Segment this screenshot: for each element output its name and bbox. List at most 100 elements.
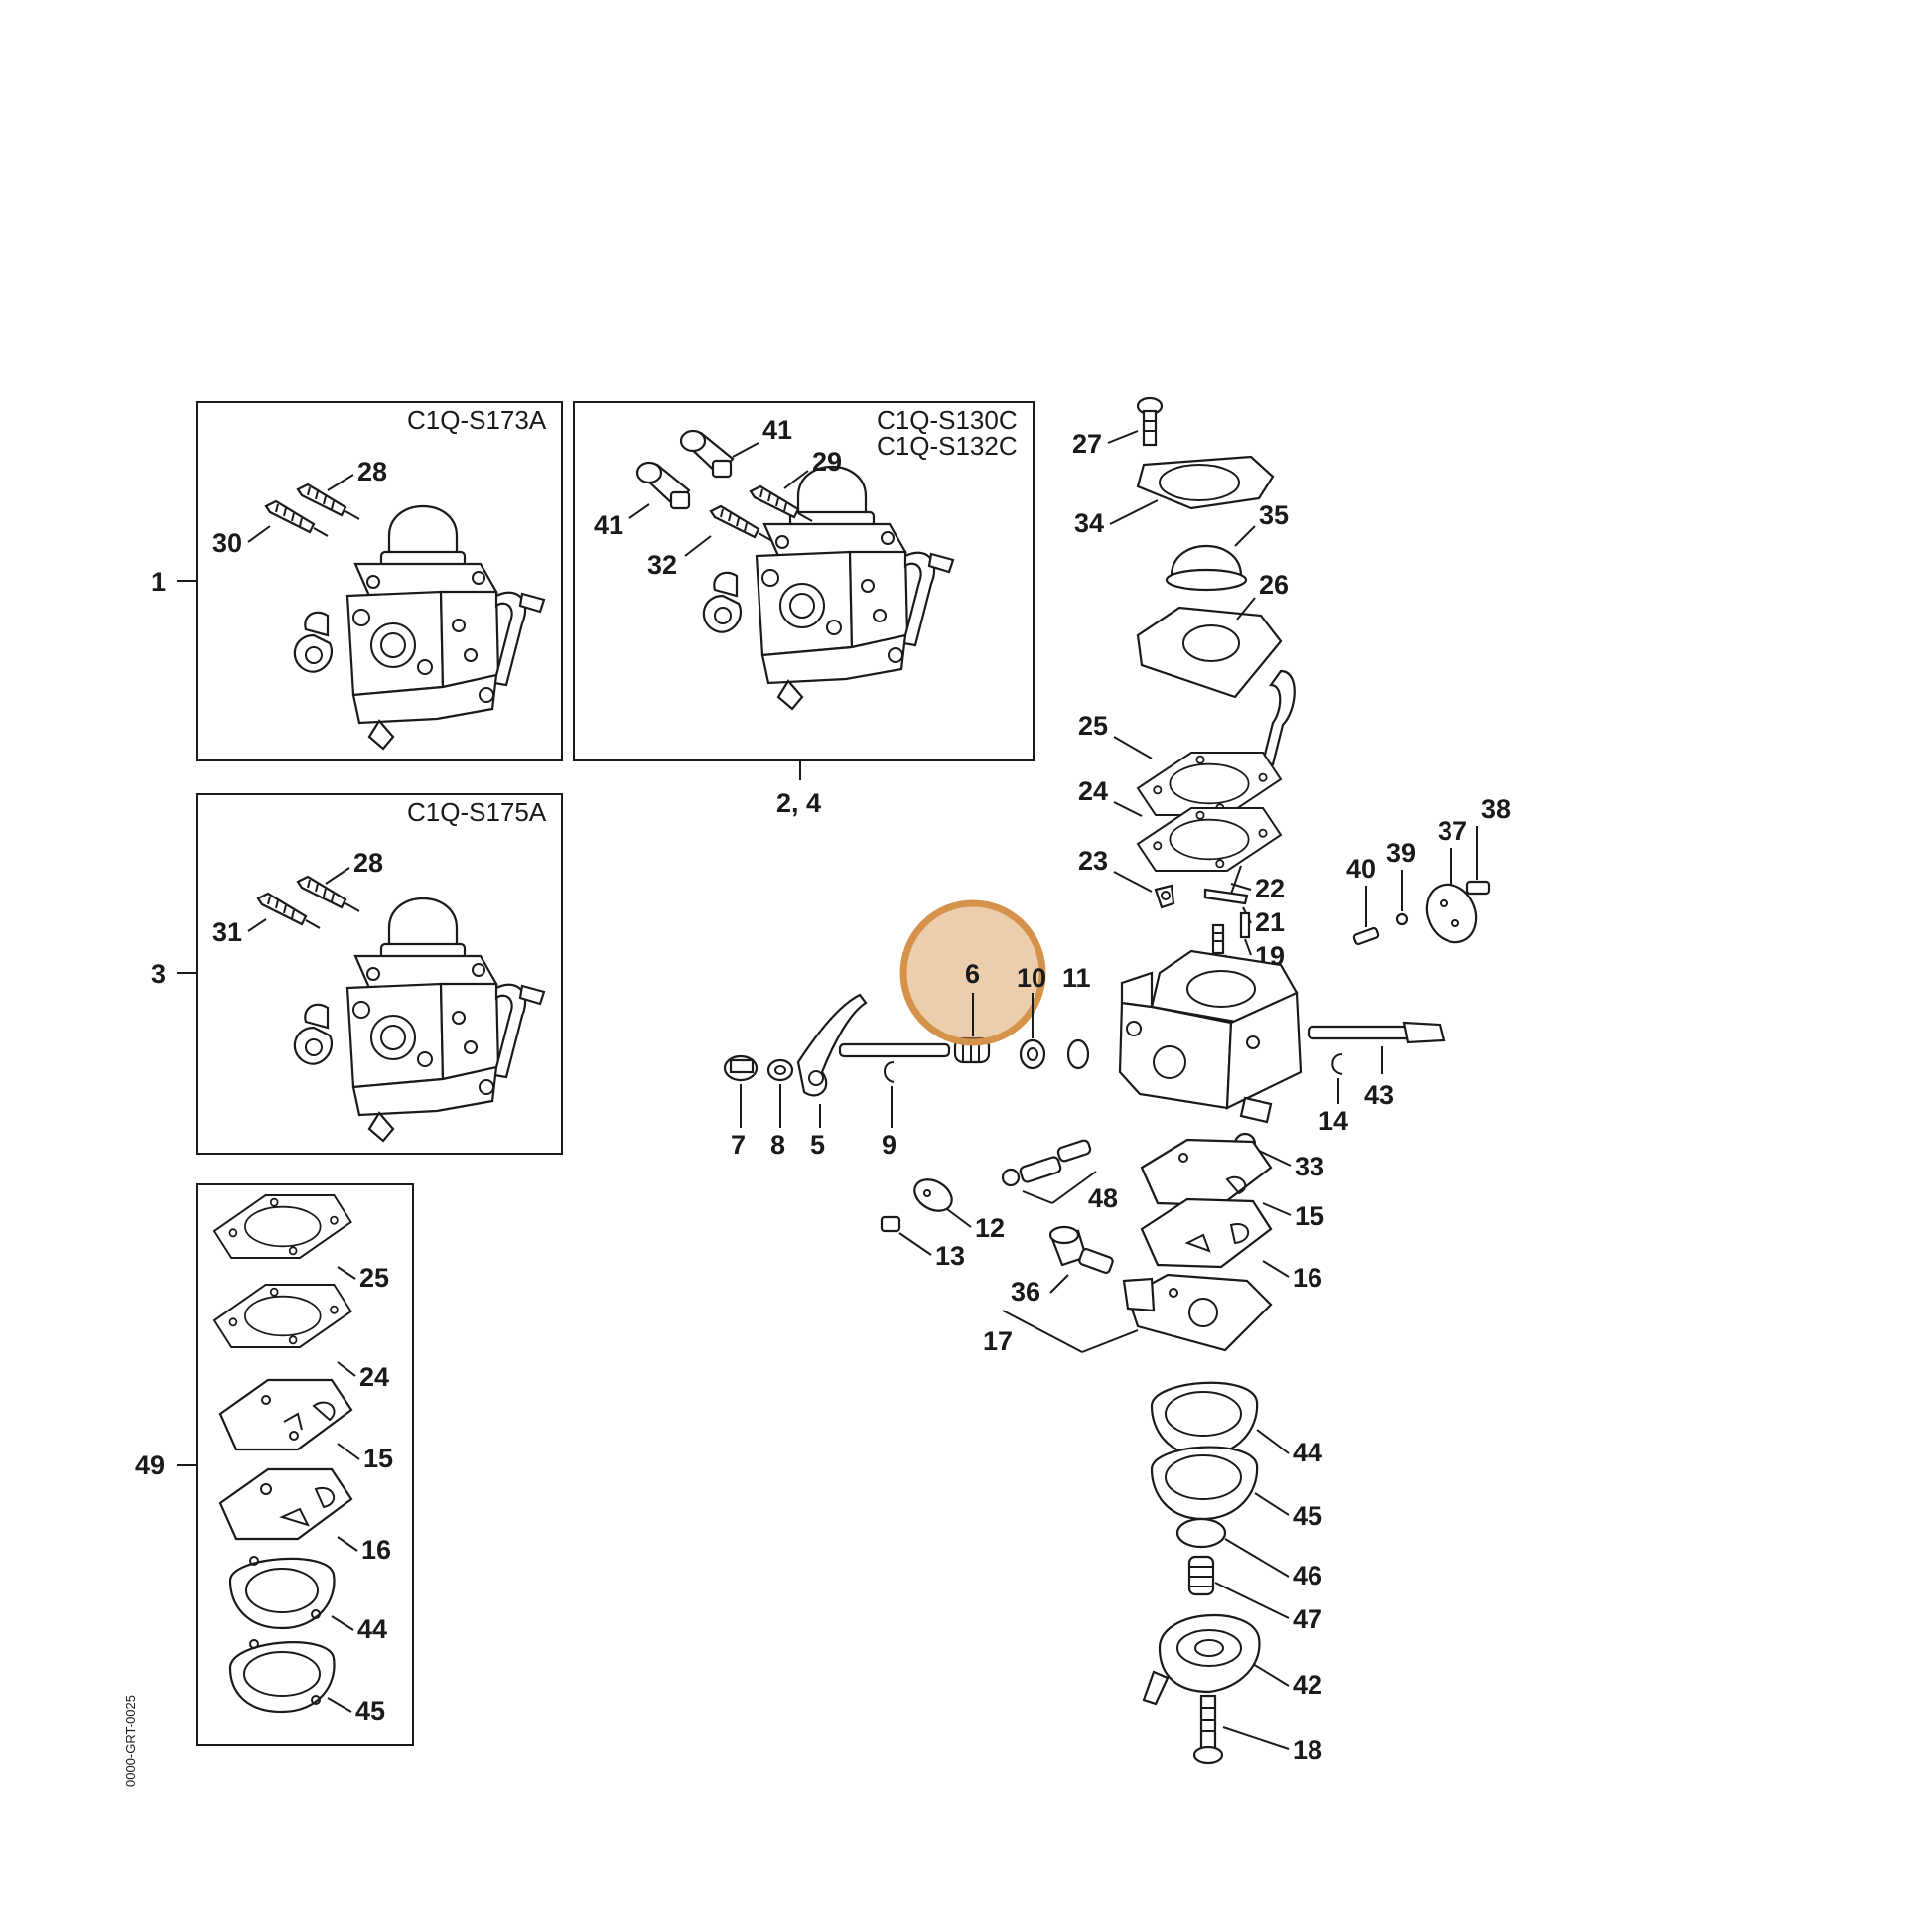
callout-1: 1 (151, 567, 166, 597)
highlight-circle[interactable] (899, 899, 1046, 1046)
part-35-primer-bulb (1165, 545, 1248, 592)
carburetor-illustration-box2 (702, 465, 955, 711)
part-10-washer (1019, 1038, 1046, 1070)
box2-model-code-a: C1Q-S130C (877, 405, 1018, 435)
part-34-cover (1136, 455, 1275, 510)
label-18: 18 (1293, 1735, 1322, 1765)
part-carburetor-body (1118, 949, 1303, 1124)
jet-41-lower (635, 461, 691, 510)
carburetor-illustration-box3 (293, 897, 546, 1143)
part-14-clip (1331, 1053, 1343, 1075)
document-code: 0000-GRT-0025 (123, 1695, 138, 1787)
part-15-diaphragm (1140, 1138, 1273, 1207)
part-11-ring (1066, 1038, 1090, 1070)
box3-label-31: 31 (212, 917, 242, 947)
kit-label-25: 25 (359, 1263, 389, 1293)
label-6: 6 (965, 959, 980, 989)
part-42-housing (1142, 1613, 1261, 1706)
part-43-shaft (1307, 1021, 1446, 1044)
label-14: 14 (1318, 1106, 1348, 1136)
part-36-fitting (1048, 1225, 1114, 1274)
callout-2-4: 2, 4 (776, 788, 821, 818)
label-15: 15 (1295, 1201, 1324, 1231)
label-35: 35 (1259, 500, 1289, 530)
label-48: 48 (1088, 1183, 1118, 1213)
label-22: 22 (1255, 874, 1285, 903)
label-27: 27 (1072, 429, 1102, 459)
part-18-screw (1192, 1694, 1224, 1765)
part-23-lever (1154, 884, 1175, 909)
box3-model-code: C1Q-S175A (407, 797, 547, 827)
label-40: 40 (1346, 854, 1376, 884)
kit-gasket-25 (213, 1194, 352, 1259)
label-25: 25 (1078, 711, 1108, 741)
label-5: 5 (810, 1130, 825, 1160)
screw-31-box3 (256, 892, 322, 930)
box2-label-41-lower: 41 (594, 510, 623, 540)
label-23: 23 (1078, 846, 1108, 876)
part-16-gasket (1140, 1197, 1273, 1269)
label-8: 8 (770, 1130, 785, 1160)
part-24-gasket (1137, 807, 1282, 872)
label-39: 39 (1386, 838, 1416, 868)
label-34: 34 (1074, 508, 1104, 538)
frame-box-2-4 (573, 401, 1035, 761)
box2-label-41-upper: 41 (762, 415, 792, 445)
part-5-lever (796, 993, 868, 1097)
kit-label-24: 24 (359, 1362, 389, 1392)
part-20-spring (1211, 923, 1225, 955)
box2-model-code-b: C1Q-S132C (877, 431, 1018, 461)
label-9: 9 (882, 1130, 897, 1160)
kit-label-45: 45 (355, 1696, 385, 1725)
part-39-ball (1395, 912, 1409, 926)
box1-model-code: C1Q-S173A (407, 405, 547, 435)
callout-3: 3 (151, 959, 166, 989)
label-43: 43 (1364, 1080, 1394, 1110)
box3-label-28: 28 (353, 848, 383, 878)
kit-gasket-16 (218, 1467, 353, 1541)
part-13-screw (880, 1215, 901, 1233)
label-11: 11 (1062, 963, 1091, 993)
part-21-arm (1203, 888, 1249, 905)
label-46: 46 (1293, 1561, 1322, 1590)
part-17-metering-cover (1122, 1273, 1273, 1352)
box1-label-30: 30 (212, 528, 242, 558)
label-13: 13 (935, 1241, 965, 1271)
part-9-clip (884, 1061, 895, 1083)
callout-49: 49 (135, 1450, 165, 1480)
box1-label-28: 28 (357, 457, 387, 486)
part-37-plate (1425, 883, 1478, 944)
box2-label-29: 29 (812, 447, 842, 477)
part-12-valve (913, 1178, 953, 1212)
box2-label-32: 32 (647, 550, 677, 580)
label-37: 37 (1438, 816, 1467, 846)
kit-gasket-45 (228, 1639, 336, 1714)
part-46-disc (1175, 1517, 1227, 1549)
label-24: 24 (1078, 776, 1108, 806)
kit-label-44: 44 (357, 1614, 387, 1644)
label-38: 38 (1481, 794, 1511, 824)
part-38-screw (1465, 880, 1491, 896)
label-12: 12 (975, 1213, 1005, 1243)
part-19-needle (1239, 911, 1251, 939)
label-16: 16 (1293, 1263, 1322, 1293)
label-36: 36 (1011, 1277, 1040, 1307)
svg-text:0000-GRT-0025: 0000-GRT-0025 (123, 1695, 138, 1787)
part-40-screw (1352, 926, 1380, 946)
label-21: 21 (1255, 907, 1285, 937)
label-10: 10 (1017, 963, 1046, 993)
kit-label-16: 16 (361, 1535, 391, 1565)
kit-gasket-24 (213, 1284, 352, 1348)
part-8-washer (766, 1058, 794, 1082)
part-27-screw (1136, 396, 1164, 447)
carburetor-illustration-box1 (293, 504, 546, 751)
label-44: 44 (1293, 1438, 1322, 1467)
kit-gasket-44 (228, 1556, 336, 1630)
label-47: 47 (1293, 1604, 1322, 1634)
part-7-screw (723, 1054, 759, 1082)
part-choke-shaft (838, 1042, 951, 1058)
part-47-spring (1187, 1555, 1215, 1596)
kit-label-15: 15 (363, 1444, 393, 1473)
